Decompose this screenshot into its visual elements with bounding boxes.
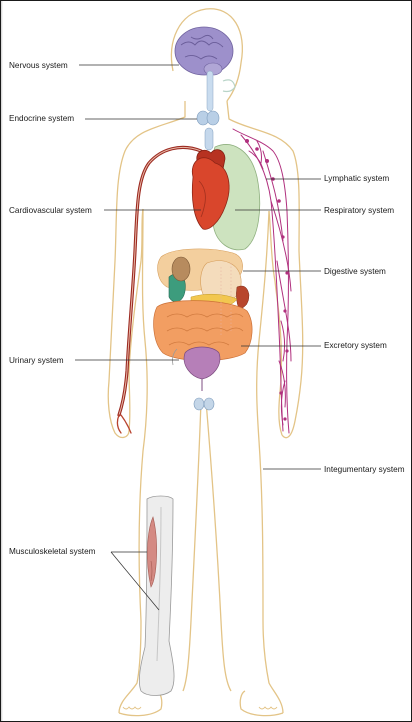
label-nervous-system: Nervous system: [9, 61, 68, 71]
label-excretory-system: Excretory system: [324, 341, 387, 351]
label-integumentary-system: Integumentary system: [324, 465, 405, 475]
gonads: [194, 398, 214, 410]
spinal-cord: [207, 71, 213, 111]
airway: [223, 80, 235, 92]
label-urinary-system: Urinary system: [9, 356, 64, 366]
label-respiratory-system: Respiratory system: [324, 206, 394, 216]
feet-detail: [123, 707, 277, 709]
label-lymphatic-system: Lymphatic system: [324, 174, 389, 184]
label-endocrine-system: Endocrine system: [9, 114, 74, 124]
label-digestive-system: Digestive system: [324, 267, 386, 277]
label-musculoskeletal-system: Musculoskeletal system: [9, 547, 95, 557]
thyroid-icon: [197, 111, 219, 150]
bone-icon: [139, 496, 174, 696]
label-cardiovascular-system: Cardiovascular system: [9, 206, 92, 216]
digestive-organs: [154, 249, 252, 361]
brain-icon: [175, 27, 233, 75]
